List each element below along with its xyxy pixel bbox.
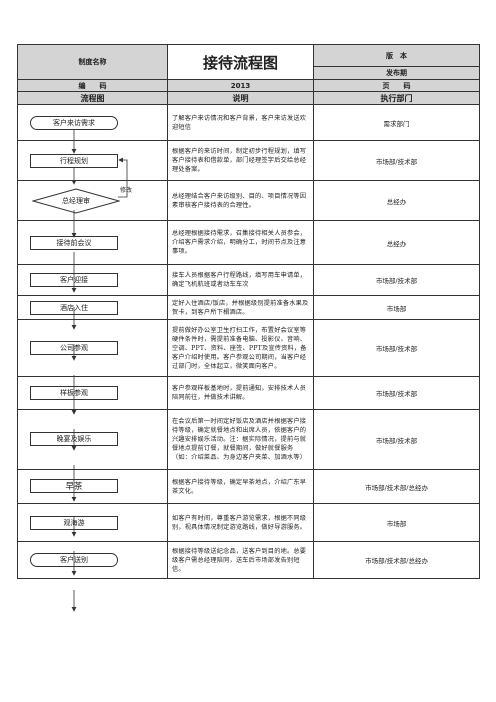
flow-node-pickup: 客户迎接	[30, 273, 118, 287]
table-row: 酒店入住 定好入住酒店/饭店，并根据级别提前准备水果及贺卡，到客户所下榻酒店。 …	[17, 295, 481, 320]
flow-node-morning-tea: 早茶	[30, 479, 118, 493]
flow-node-meeting: 接待前会议	[30, 236, 118, 250]
table-row: 客户来访需求 了解客户来访情况和客户背景，客户来访发送欢迎短信 需求部门	[17, 104, 481, 141]
row-dept: 市场部/技术部	[313, 376, 481, 410]
row-dept: 总经办	[313, 220, 481, 265]
table-row: 公司参观 提前做好办公室卫生打扫工作，布置好会议室等硬件条件时，需提前准备电脑、…	[17, 319, 481, 377]
version-label: 版 本	[313, 44, 481, 67]
row-desc: 如客户有时间，尊重客户游览需求，根据不同级别，视具体情况制定游览路线，做好导游服…	[166, 503, 315, 542]
row-desc: 根据客户的来访时间，制定初步行程规划，填写客户接待表和借款单，部门经理签字后交给…	[166, 140, 315, 181]
flow-node-sea-tour: 观海游	[30, 516, 118, 530]
page-label: 页 码	[313, 79, 481, 92]
row-desc: 在会议后第一时间定好饭店及酒店并根据客户接待等级，确定就餐地点和出席人员，依据客…	[166, 409, 315, 470]
doc-name-label: 制度名称	[17, 44, 168, 80]
row-dept: 市场部	[313, 295, 481, 320]
row-dept: 市场部/技术部/总经办	[313, 469, 481, 504]
page-title: 接待流程图	[166, 44, 315, 80]
publish-date-label: 发布期	[313, 66, 481, 80]
row-desc: 根据客户接待等级，确定早茶地点，介绍广东早茶文化。	[166, 469, 315, 504]
table-row: 客户送别 根据接待等级送纪念品，送客户到目的地。总要级客户需总经理陪同，送车后市…	[17, 541, 481, 579]
code-label: 编 码	[17, 79, 168, 92]
col-header-flow: 流程图	[17, 91, 168, 105]
row-desc: 提前做好办公室卫生打扫工作，布置好会议室等硬件条件时，需提前准备电脑、投影仪、音…	[166, 319, 315, 377]
row-dept: 市场部	[313, 503, 481, 542]
row-dept: 需求部门	[313, 104, 481, 141]
row-desc: 总经理根据接待需求，召集接待相关人员参会，介绍客户需求介绍，明确分工，时间节点及…	[166, 220, 315, 265]
flow-node-dinner: 晚宴及娱乐	[30, 432, 118, 446]
table-row: 接待前会议 总经理根据接待需求，召集接待相关人员参会，介绍客户需求介绍，明确分工…	[17, 220, 481, 265]
row-dept: 市场部/技术部	[313, 264, 481, 296]
row-dept: 市场部/技术部	[313, 140, 481, 181]
table-row: 观海游 如客户有时间，尊重客户游览需求，根据不同级别，视具体情况制定游览路线，做…	[17, 503, 481, 542]
flow-node-farewell: 客户送别	[30, 553, 118, 567]
row-desc: 总经理结合客户来访级别、目的、项目情况等因素审核客户接待表的合理性。	[166, 180, 315, 221]
row-dept: 市场部/技术部	[313, 409, 481, 470]
approval-label: 总经理审	[62, 197, 90, 205]
code-value: 2013	[166, 79, 315, 92]
table-row: 客户迎接 接车人员根据客户行程路线，填写用车申请单，确定飞机航班或者动车车次 市…	[17, 264, 481, 296]
flowchart-sheet: 制度名称 接待流程图 版 本 发布期 编 码 2013 页 码 流程图 说明 执…	[17, 44, 481, 654]
row-dept: 市场部/技术部/总经办	[313, 541, 481, 579]
table-row: 总经理审 总经理结合客户来访级别、目的、项目情况等因素审核客户接待表的合理性。 …	[17, 180, 481, 221]
flow-table: 制度名称 接待流程图 版 本 发布期 编 码 2013 页 码 流程图 说明 执…	[17, 44, 481, 579]
row-dept: 总经办	[313, 180, 481, 221]
row-desc: 了解客户来访情况和客户背景，客户来访发送欢迎短信	[166, 104, 315, 141]
row-desc: 客户参观样板基地时，提前通知，安排技术人员陪同前往，并做技术讲解。	[166, 376, 315, 410]
flow-node-hotel: 酒店入住	[30, 301, 118, 315]
col-header-dept: 执行部门	[313, 91, 481, 105]
flow-node-company-tour: 公司参观	[30, 341, 118, 355]
edit-label: 修改	[120, 187, 133, 194]
row-desc: 接车人员根据客户行程路线，填写用车申请单，确定飞机航班或者动车车次	[166, 264, 315, 296]
table-row: 样板参观 客户参观样板基地时，提前通知，安排技术人员陪同前往，并做技术讲解。 市…	[17, 376, 481, 410]
row-desc: 根据接待等级送纪念品，送客户到目的地。总要级客户需总经理陪同，送车后市场部发告别…	[166, 541, 315, 579]
table-row: 晚宴及娱乐 在会议后第一时间定好饭店及酒店并根据客户接待等级，确定就餐地点和出席…	[17, 409, 481, 470]
row-desc: 定好入住酒店/饭店，并根据级别提前准备水果及贺卡，到客户所下榻酒店。	[166, 295, 315, 320]
flow-node-plan: 行程规划	[30, 154, 118, 168]
col-header-desc: 说明	[166, 91, 315, 105]
flow-node-start: 客户来访需求	[30, 116, 118, 130]
table-row: 行程规划 根据客户的来访时间，制定初步行程规划，填写客户接待表和借款单，部门经理…	[17, 140, 481, 181]
flow-node-approval: 总经理审	[32, 188, 120, 214]
row-dept: 市场部/技术部	[313, 319, 481, 377]
flow-node-showcase: 样板参观	[30, 386, 118, 400]
table-row: 早茶 根据客户接待等级，确定早茶地点，介绍广东早茶文化。 市场部/技术部/总经办	[17, 469, 481, 504]
